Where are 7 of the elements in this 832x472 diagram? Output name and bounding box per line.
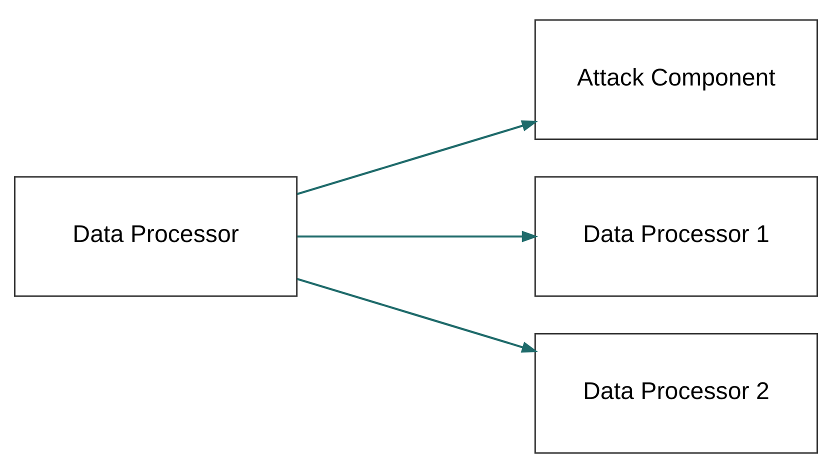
arrow: [297, 230, 538, 242]
arrow: [297, 277, 538, 352]
arrow: [297, 120, 538, 195]
node-box: Attack Component: [534, 18, 818, 140]
node-box: Data Processor 2: [534, 332, 818, 454]
node-box: Data Processor: [14, 176, 298, 296]
node-box: Data Processor 1: [534, 176, 818, 296]
